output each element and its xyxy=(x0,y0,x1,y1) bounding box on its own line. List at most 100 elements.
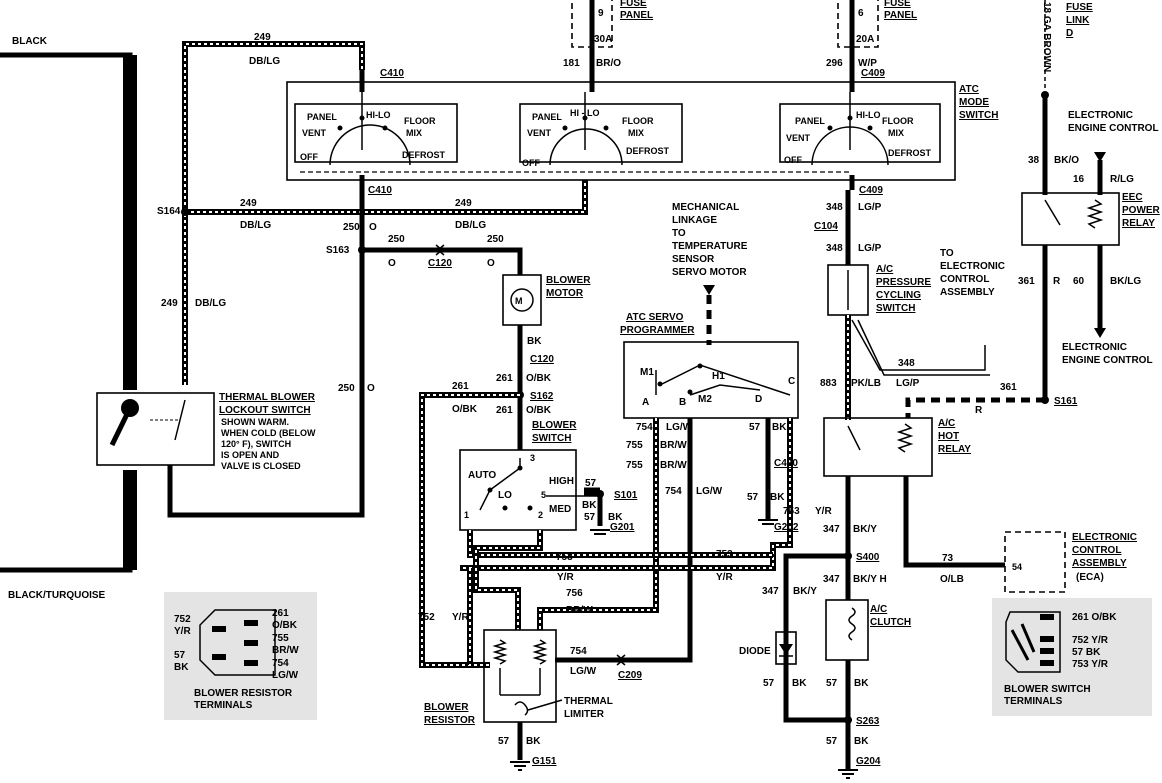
connector-g202: G202 xyxy=(774,522,799,533)
mode3-defrost: DEFROST xyxy=(888,148,932,158)
st-caption-l1: BLOWER SWITCH xyxy=(1004,684,1091,695)
ac-pressure-l1: A/C xyxy=(876,264,893,275)
ac-clutch-l2: CLUTCH xyxy=(870,617,911,628)
label-753-b: 753 xyxy=(556,552,573,563)
label-250-d: 250 xyxy=(338,383,355,394)
label-753-c: 753 xyxy=(716,549,733,560)
thermal-limiter-l2: LIMITER xyxy=(564,709,605,720)
servo-a: A xyxy=(642,397,649,408)
eec-relay-l2: POWER xyxy=(1122,205,1161,216)
bsw-auto: AUTO xyxy=(468,470,496,481)
label-73: 73 xyxy=(942,553,954,564)
label-754-c-color: LG/W xyxy=(570,666,597,677)
fuse-panel1-l1: FUSE xyxy=(620,0,647,9)
label-57-a: 57 xyxy=(749,422,761,433)
connector-c104: C104 xyxy=(814,221,838,232)
blower-motor-l2: MOTOR xyxy=(546,288,584,299)
eca-pin: 54 xyxy=(1012,562,1022,572)
atc-mode-l2: MODE xyxy=(959,97,989,108)
rt-755: 755 xyxy=(272,633,289,644)
label-60-color: BK/LG xyxy=(1110,276,1141,287)
label-752-color: Y/R xyxy=(452,612,469,623)
mode1-panel: PANEL xyxy=(307,112,337,122)
to-eca-l3: CONTROL xyxy=(940,274,989,285)
bsw-2: 2 xyxy=(538,510,543,520)
label-250-a-color: O xyxy=(369,222,377,233)
rt-754: 754 xyxy=(272,658,289,669)
label-296: 296 xyxy=(826,58,843,69)
label-38-color: BK/O xyxy=(1054,155,1079,166)
label-261-c: 261 xyxy=(452,381,469,392)
eec-relay-l3: RELAY xyxy=(1122,218,1155,229)
connector-s161: S161 xyxy=(1054,396,1078,407)
connector-c120a: C120 xyxy=(428,258,452,269)
mode1-hilo: HI-LO xyxy=(366,110,391,120)
label-249-midl-color: DB/LG xyxy=(240,220,271,231)
label-57-g151-color: BK xyxy=(526,736,541,747)
label-753-a-color: Y/R xyxy=(815,506,832,517)
servo-c: C xyxy=(788,376,795,387)
rt-261c: O/BK xyxy=(272,620,298,631)
fuse9-amp: 30A xyxy=(594,34,612,45)
label-754-a: 754 xyxy=(636,422,653,433)
wire-883: 348 883 PK/LB LG/P xyxy=(820,315,990,420)
mode2-hilo: HI - LO xyxy=(570,108,600,118)
label-16-color: R/LG xyxy=(1110,174,1134,185)
switch-terminals-inset: 261 O/BK 752 Y/R 57 BK 753 Y/R BLOWER SW… xyxy=(992,598,1152,716)
mode3-vent: VENT xyxy=(786,133,811,143)
atc-servo-l1: ATC SERVO xyxy=(626,312,684,323)
mech-l2: LINKAGE xyxy=(672,215,717,226)
label-754-b-color: LG/W xyxy=(696,486,723,497)
blower-resistor-l1: BLOWER xyxy=(424,702,469,713)
label-753-a: 753 xyxy=(783,506,800,517)
eec-bottom-l2: ENGINE CONTROL xyxy=(1062,355,1153,366)
label-347-b-color: BK/Y H xyxy=(853,574,887,585)
label-249-midr-color: DB/LG xyxy=(455,220,486,231)
connector-c410-top: C410 xyxy=(380,68,404,79)
connector-g151: G151 xyxy=(532,756,557,767)
mode1-defrost: DEFROST xyxy=(402,150,446,160)
ac-hot-relay-l2: HOT xyxy=(938,431,959,442)
wires-753-752-756: 753 Y/R 753 Y/R 752 Y/R 756 BR/W 754 LG/… xyxy=(418,530,773,681)
ac-clutch-l1: A/C xyxy=(870,604,887,615)
thermal-note-l3: 120° F), SWITCH xyxy=(221,439,291,449)
mode2-vent: VENT xyxy=(527,128,552,138)
rt-755c: BR/W xyxy=(272,645,299,656)
eca: 54 ELECTRONIC CONTROL ASSEMBLY (ECA) xyxy=(1004,531,1137,593)
label-296-color: W/P xyxy=(858,58,877,69)
blower-motor-l1: BLOWER xyxy=(546,275,591,286)
thermal-note-l1: SHOWN WARM. xyxy=(221,417,289,427)
fuse-panel2-l1: FUSE xyxy=(884,0,911,9)
label-752: 752 xyxy=(418,612,435,623)
fuse-panel-2: 6 20A FUSE PANEL 296 W/P xyxy=(826,0,917,70)
label-361-b: 361 xyxy=(1000,382,1017,393)
label-73-color: O/LB xyxy=(940,574,964,585)
bsw-5: 5 xyxy=(541,490,546,500)
mode3-off: OFF xyxy=(784,155,802,165)
label-756-color: BR/W xyxy=(566,605,593,616)
thermal-note-l4: IS OPEN AND xyxy=(221,450,280,460)
servo-m1: M1 xyxy=(640,367,654,378)
mode2-off: OFF xyxy=(522,158,540,168)
fuse6-amp: 20A xyxy=(856,34,874,45)
connector-s162: S162 xyxy=(530,391,554,402)
wire-261: 261 O/BK xyxy=(419,381,520,668)
atc-mode-l3: SWITCH xyxy=(959,110,998,121)
label-754-a-color: LG/W xyxy=(666,422,693,433)
label-348-c: 348 xyxy=(898,358,915,369)
mech-l3: TO xyxy=(672,228,686,239)
label-250-b-color: O xyxy=(388,258,396,269)
ac-hot-relay: A/C HOT RELAY 347 BK/Y 73 O/LB xyxy=(823,417,1005,600)
label-bk-motor: BK xyxy=(527,336,542,347)
label-261-c-color: O/BK xyxy=(452,404,478,415)
mech-l6: SERVO MOTOR xyxy=(672,267,747,278)
label-57-sw: 57 xyxy=(585,478,597,489)
mode3-floor: FLOOR xyxy=(882,116,914,126)
bsw-lo: LO xyxy=(498,490,512,501)
fuse-panel2-l2: PANEL xyxy=(884,10,917,21)
wire-348: 348 LG/P C104 348 LG/P xyxy=(814,190,882,265)
label-755-a-color: BR/W xyxy=(660,440,687,451)
eec-top-l2: ENGINE CONTROL xyxy=(1068,123,1159,134)
to-eca-l1: TO xyxy=(940,248,954,259)
label-57-a-color: BK xyxy=(772,422,787,433)
